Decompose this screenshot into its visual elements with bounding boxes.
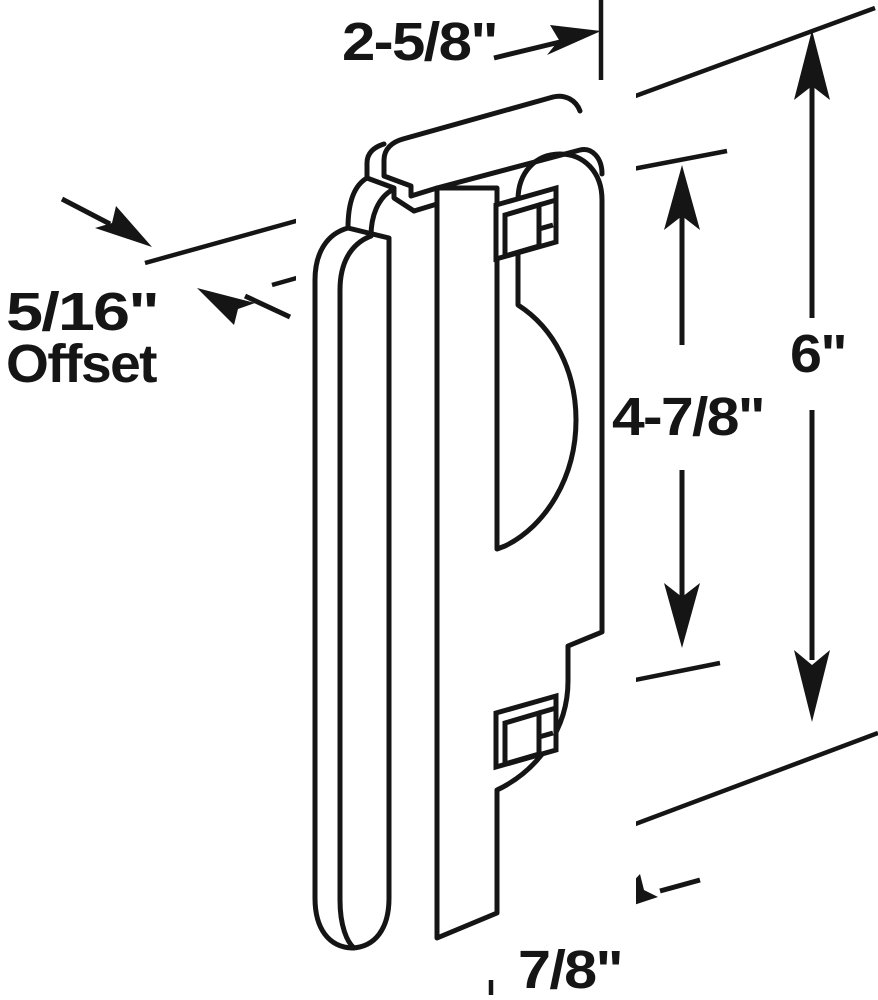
arrow-head-offset-lower <box>197 288 255 325</box>
hole-lower-edge-a <box>538 705 557 716</box>
dim-line-return-right <box>659 877 701 894</box>
offset-bend-upper <box>381 93 583 199</box>
plate-top-edge-link <box>411 201 440 214</box>
hole-lower-inner <box>502 709 542 768</box>
plate-top-edge <box>434 147 605 191</box>
label-offset-line2: Offset <box>6 334 158 394</box>
label-width: 2-5/8" <box>342 12 497 72</box>
arrow-head-inner-up <box>664 165 700 230</box>
part-render <box>296 80 636 980</box>
label-offset-line1: 5/16" <box>6 282 158 342</box>
hole-upper-edge-a <box>538 197 557 208</box>
ext-line-overall-bottom <box>597 730 878 841</box>
label-inner-height: 4-7/8" <box>612 387 764 447</box>
bend-flange-link-inner <box>368 187 395 239</box>
arrow-head-inner-down <box>664 583 700 648</box>
dim-line-offset-lower <box>243 293 292 320</box>
back-return-flange <box>312 225 392 951</box>
bend-flange-link-outer <box>345 175 370 231</box>
ext-line-overall-top <box>599 5 876 112</box>
arrow-head-width-right <box>547 25 601 55</box>
mounting-hole-upper <box>493 184 559 263</box>
arrow-head-overall-down <box>794 650 830 722</box>
dim-line-offset-upper <box>60 196 112 227</box>
dim-line-width-right <box>493 39 561 61</box>
mounting-hole-lower <box>493 692 559 771</box>
hole-upper-edge-b <box>538 222 554 232</box>
arrow-head-overall-up <box>794 30 830 100</box>
arrow-head-offset-upper <box>95 206 152 247</box>
main-face-plate <box>434 151 605 941</box>
offset-bend-lower <box>364 141 417 214</box>
label-overall-height: 6" <box>790 324 846 384</box>
hole-lower-edge-b <box>538 730 554 740</box>
back-return-flange-thickness <box>337 233 374 951</box>
dimension-overall-height-6 <box>597 5 878 841</box>
label-return-depth: 7/8" <box>518 940 622 1000</box>
hole-upper-inner <box>502 201 542 260</box>
